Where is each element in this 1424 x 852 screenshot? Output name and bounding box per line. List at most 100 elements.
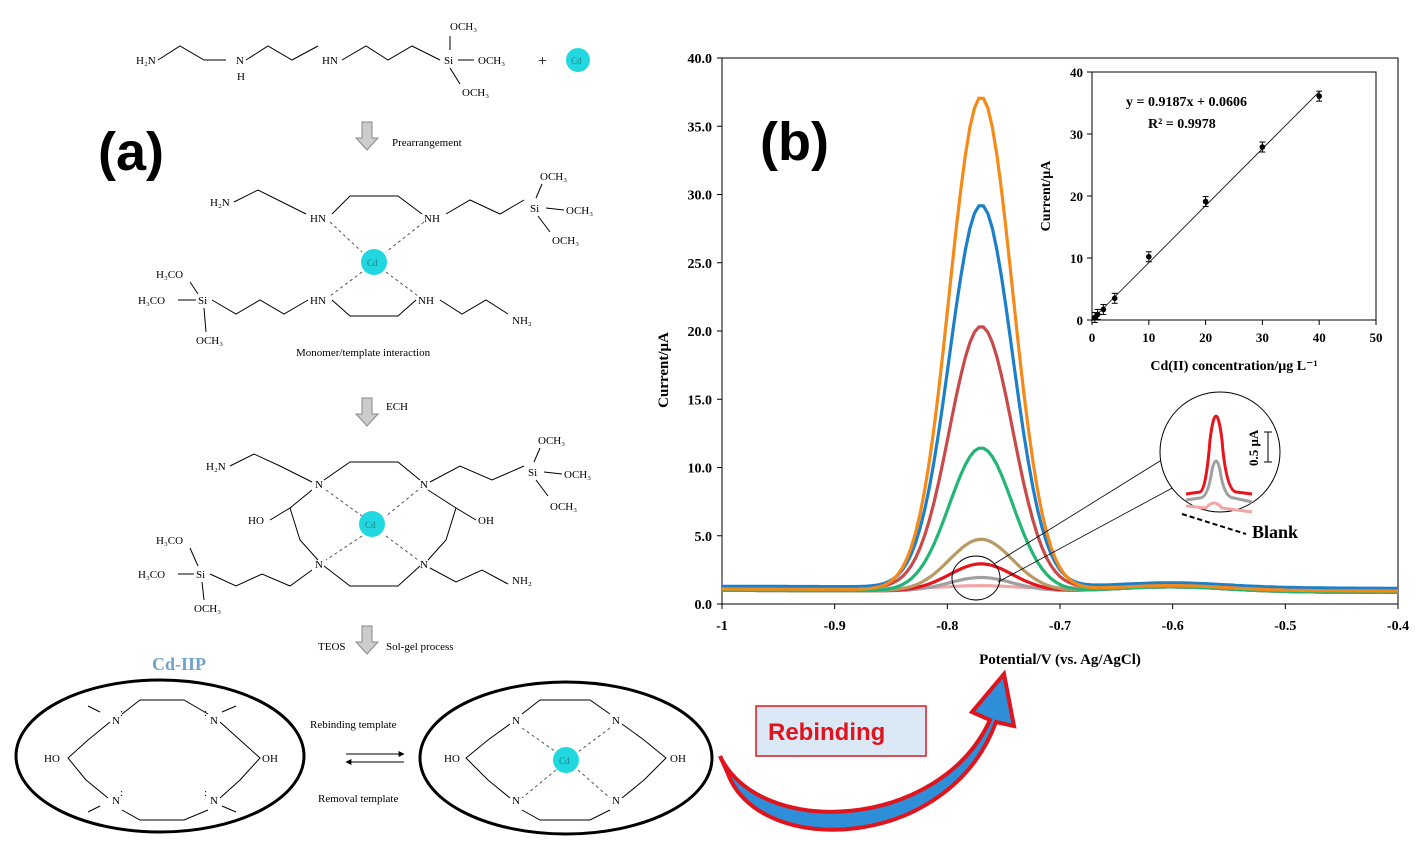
y-tick-label: 35.0: [688, 120, 713, 135]
bond: [189, 547, 199, 567]
iip-cavity-empty: N N N N HO OH : : : :: [14, 678, 306, 834]
chem-label: H₃CO: [156, 269, 183, 281]
y-tick-label: 15.0: [688, 393, 713, 408]
y-tick-label: 5.0: [695, 530, 713, 545]
main-x-axis-label: Potential/V (vs. Ag/AgCl): [979, 652, 1141, 668]
bond: [87, 805, 101, 813]
main-chart: 0.05.010.015.020.025.030.035.040.0 -1-0.…: [656, 52, 1409, 668]
chem-label: Si: [444, 55, 453, 67]
bond: [429, 567, 509, 585]
chem-label: OCH₃: [196, 335, 223, 347]
bond: [521, 809, 611, 821]
bond: [537, 215, 551, 233]
coordination-bond: [577, 727, 611, 753]
y-tick-label: 25.0: [688, 257, 713, 272]
bond: [427, 507, 477, 561]
bond: [449, 67, 461, 85]
step-ech: ECH: [386, 401, 408, 413]
inset-x-tick-label: 30: [1256, 330, 1269, 345]
scale-bar-label: 0.5 μA: [1246, 429, 1261, 466]
coordination-bond: [385, 221, 425, 253]
inset-y-tick-label: 10: [1070, 251, 1083, 266]
y-tick-label: 10.0: [688, 462, 713, 477]
complex-2: H₂N N N Si OCH₃ OCH₃ OCH₃ HO OH Cd: [138, 435, 591, 615]
y-tick-label: 40.0: [688, 52, 713, 67]
coordination-bond: [385, 271, 419, 297]
cd-ion-label: Cd: [367, 258, 378, 268]
coordination-bond: [385, 535, 419, 561]
polymer-oval: [418, 680, 714, 836]
zoom-curve-red: [1185, 414, 1253, 496]
coordination-bond: [385, 489, 419, 517]
bond: [233, 189, 307, 215]
caption-monomer-template: Monomer/template interaction: [296, 347, 431, 359]
zoom-connector: [997, 485, 1177, 583]
main-y-axis-label: Current/μA: [656, 332, 672, 408]
calibration-point: [1094, 311, 1101, 318]
rebinding-arrow: Rebinding: [718, 669, 1017, 832]
plus-sign: +: [538, 53, 547, 70]
blank-label: Blank: [1252, 522, 1298, 542]
chem-label: OCH₃: [540, 171, 567, 183]
calibration-point: [1259, 144, 1266, 150]
polymer-oval: [14, 678, 306, 834]
chem-label: NH: [424, 213, 440, 225]
chem-label: OCH₃: [194, 603, 221, 615]
inset-y-tick-label: 0: [1077, 313, 1084, 328]
inset-y-tick-label: 40: [1070, 65, 1083, 80]
monomer-structure: H₂N N H HN Si OCH₃ OCH₃ OCH₃ + Cd: [136, 21, 590, 99]
rebinding-label: Rebinding: [768, 719, 885, 746]
bond: [221, 705, 237, 713]
chem-label: HO: [44, 753, 60, 765]
cd-ion-label: Cd: [559, 756, 570, 766]
bond: [621, 723, 667, 799]
zoom-curve-gray: [1185, 459, 1253, 504]
chem-label: OCH₃: [450, 21, 477, 33]
complex-1: H₂N HN NH Si OCH₃ OCH₃ OCH₃ Cd H₃CO H₃CO…: [138, 171, 593, 347]
bond: [245, 45, 319, 61]
bond: [87, 705, 101, 713]
calibration-point: [1146, 253, 1152, 260]
bond: [331, 195, 423, 215]
chem-label: NH₂: [512, 575, 532, 587]
inset-x-axis-label: Cd(II) concentration/μg L⁻¹: [1150, 359, 1317, 374]
inset-x-tick-label: 40: [1313, 330, 1326, 345]
cd-ion: [553, 747, 579, 773]
cd-ion: [566, 48, 590, 72]
bond: [229, 453, 313, 483]
chem-label: H₃CO: [138, 569, 165, 581]
bond: [543, 471, 563, 475]
chem-label: N: [612, 715, 620, 727]
iip-label: Cd-IIP: [152, 654, 206, 674]
chem-label: OCH₃: [564, 469, 591, 481]
chem-label: HN: [322, 55, 338, 67]
step-sol-gel: Sol-gel process: [386, 641, 454, 653]
bond: [201, 581, 205, 601]
x-tick-label: -0.4: [1387, 619, 1409, 634]
bond: [465, 723, 511, 799]
removal-template-label: Removal template: [318, 793, 398, 805]
chem-label: N: [112, 715, 120, 727]
chem-label: NH: [418, 295, 434, 307]
inset-y-tick-label: 30: [1070, 127, 1083, 142]
panel-a-label: (a): [98, 122, 164, 182]
chem-label: H₂N: [136, 55, 156, 67]
bond: [545, 207, 565, 211]
chem-label: HO: [444, 753, 460, 765]
inset-frame: [1091, 71, 1377, 321]
lone-pair: :: [204, 787, 207, 799]
chem-label: Si: [530, 203, 539, 215]
voltammogram-curve: [722, 96, 1398, 593]
zoom-connector: [993, 455, 1169, 565]
cd-ion: [361, 249, 387, 275]
zoom-circle: [1159, 391, 1281, 513]
chem-label: Si: [198, 295, 207, 307]
cd-ion-label: Cd: [365, 520, 376, 530]
inset-y-axis-label: Current/μA: [1039, 160, 1054, 232]
x-tick-label: -0.9: [824, 619, 846, 634]
inset-x-tick-label: 20: [1199, 330, 1212, 345]
chem-label: Si: [196, 569, 205, 581]
chem-label: N: [210, 795, 218, 807]
coordination-bond: [325, 489, 363, 517]
down-arrow-icon: [354, 121, 380, 151]
